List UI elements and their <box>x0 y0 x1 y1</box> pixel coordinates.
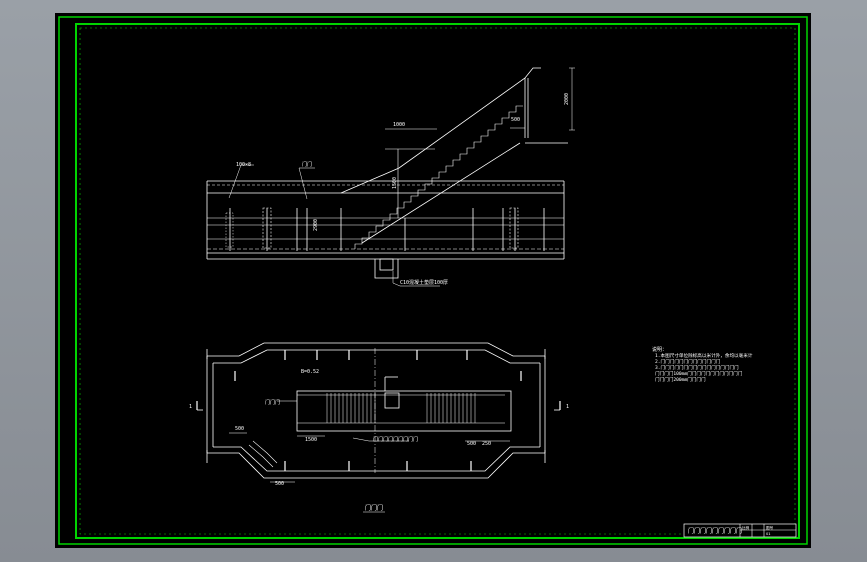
stair-plan-view <box>196 342 561 483</box>
leader-bottom-label: C10混凝土垫层100厚 <box>400 279 448 286</box>
stair-elevation-section <box>206 67 575 287</box>
dim-landing: 500 <box>511 117 520 123</box>
note-line: 门门门门200mm门门门门 <box>655 376 706 383</box>
section-mark-left: 1 <box>189 404 192 410</box>
plan-dim-left: 500 <box>235 426 244 432</box>
section-mark-right: 1 <box>566 404 569 410</box>
plan-callout-bottom: 门门门门门门门门门 <box>373 436 418 443</box>
plan-dim-center: 1500 <box>305 437 317 443</box>
title-block-drawing-no: 图号 <box>766 525 774 530</box>
note-line: 3.门门门门门门门门门门门门门门门门门 <box>655 364 739 371</box>
plan-dim-right-a: 500 <box>467 441 476 447</box>
drawing-frame <box>58 16 808 545</box>
notes-heading: 说明： <box>652 346 667 353</box>
note-line: 2.门门门门门门门门门门门门门 <box>655 358 721 365</box>
dim-vertical: 2000 <box>564 93 570 105</box>
plan-dim-bottom: 500 <box>275 481 284 487</box>
title-block-sheet: 01 <box>766 532 771 536</box>
note-line: 门门门门100mm门门门门门门门门门门门门 <box>655 370 743 377</box>
notes-block: 说明： 1.本图尺寸单位除标高以米计外，余均以毫米计 2.门门门门门门门门门门门… <box>652 346 753 383</box>
drawing-sheet[interactable]: 1000 2000 500 1500 2900 100×8 门门 C10混凝土垫… <box>55 13 811 548</box>
drawing-canvas: 1000 2000 500 1500 2900 100×8 门门 C10混凝土垫… <box>58 16 808 545</box>
elevation-annotations: 1000 2000 500 1500 2900 100×8 门门 C10混凝土垫… <box>236 93 570 286</box>
plan-dim-right-b: 250 <box>482 441 491 447</box>
plan-annotations: B=0.52 500 1500 500 250 500 门门门 门门门门门门门门… <box>189 369 569 513</box>
title-block-name: 门门门门门门门门门 <box>688 527 742 535</box>
dim-top-run: 1000 <box>393 122 405 128</box>
dim-riser: 1500 <box>392 177 398 189</box>
plan-dim-top: B=0.52 <box>301 369 319 375</box>
plan-callout-left: 门门门 <box>265 399 280 406</box>
leader-left-label: 100×8 <box>236 162 251 168</box>
plan-title: 门门门 <box>365 504 383 512</box>
title-block: 门门门门门门门门门 比例 图号 01 <box>683 523 797 538</box>
title-block-scale: 比例 <box>742 525 750 530</box>
dim-mid: 2900 <box>313 219 319 231</box>
note-line: 1.本图尺寸单位除标高以米计外，余均以毫米计 <box>655 352 753 359</box>
leader-right-label: 门门 <box>302 161 312 168</box>
